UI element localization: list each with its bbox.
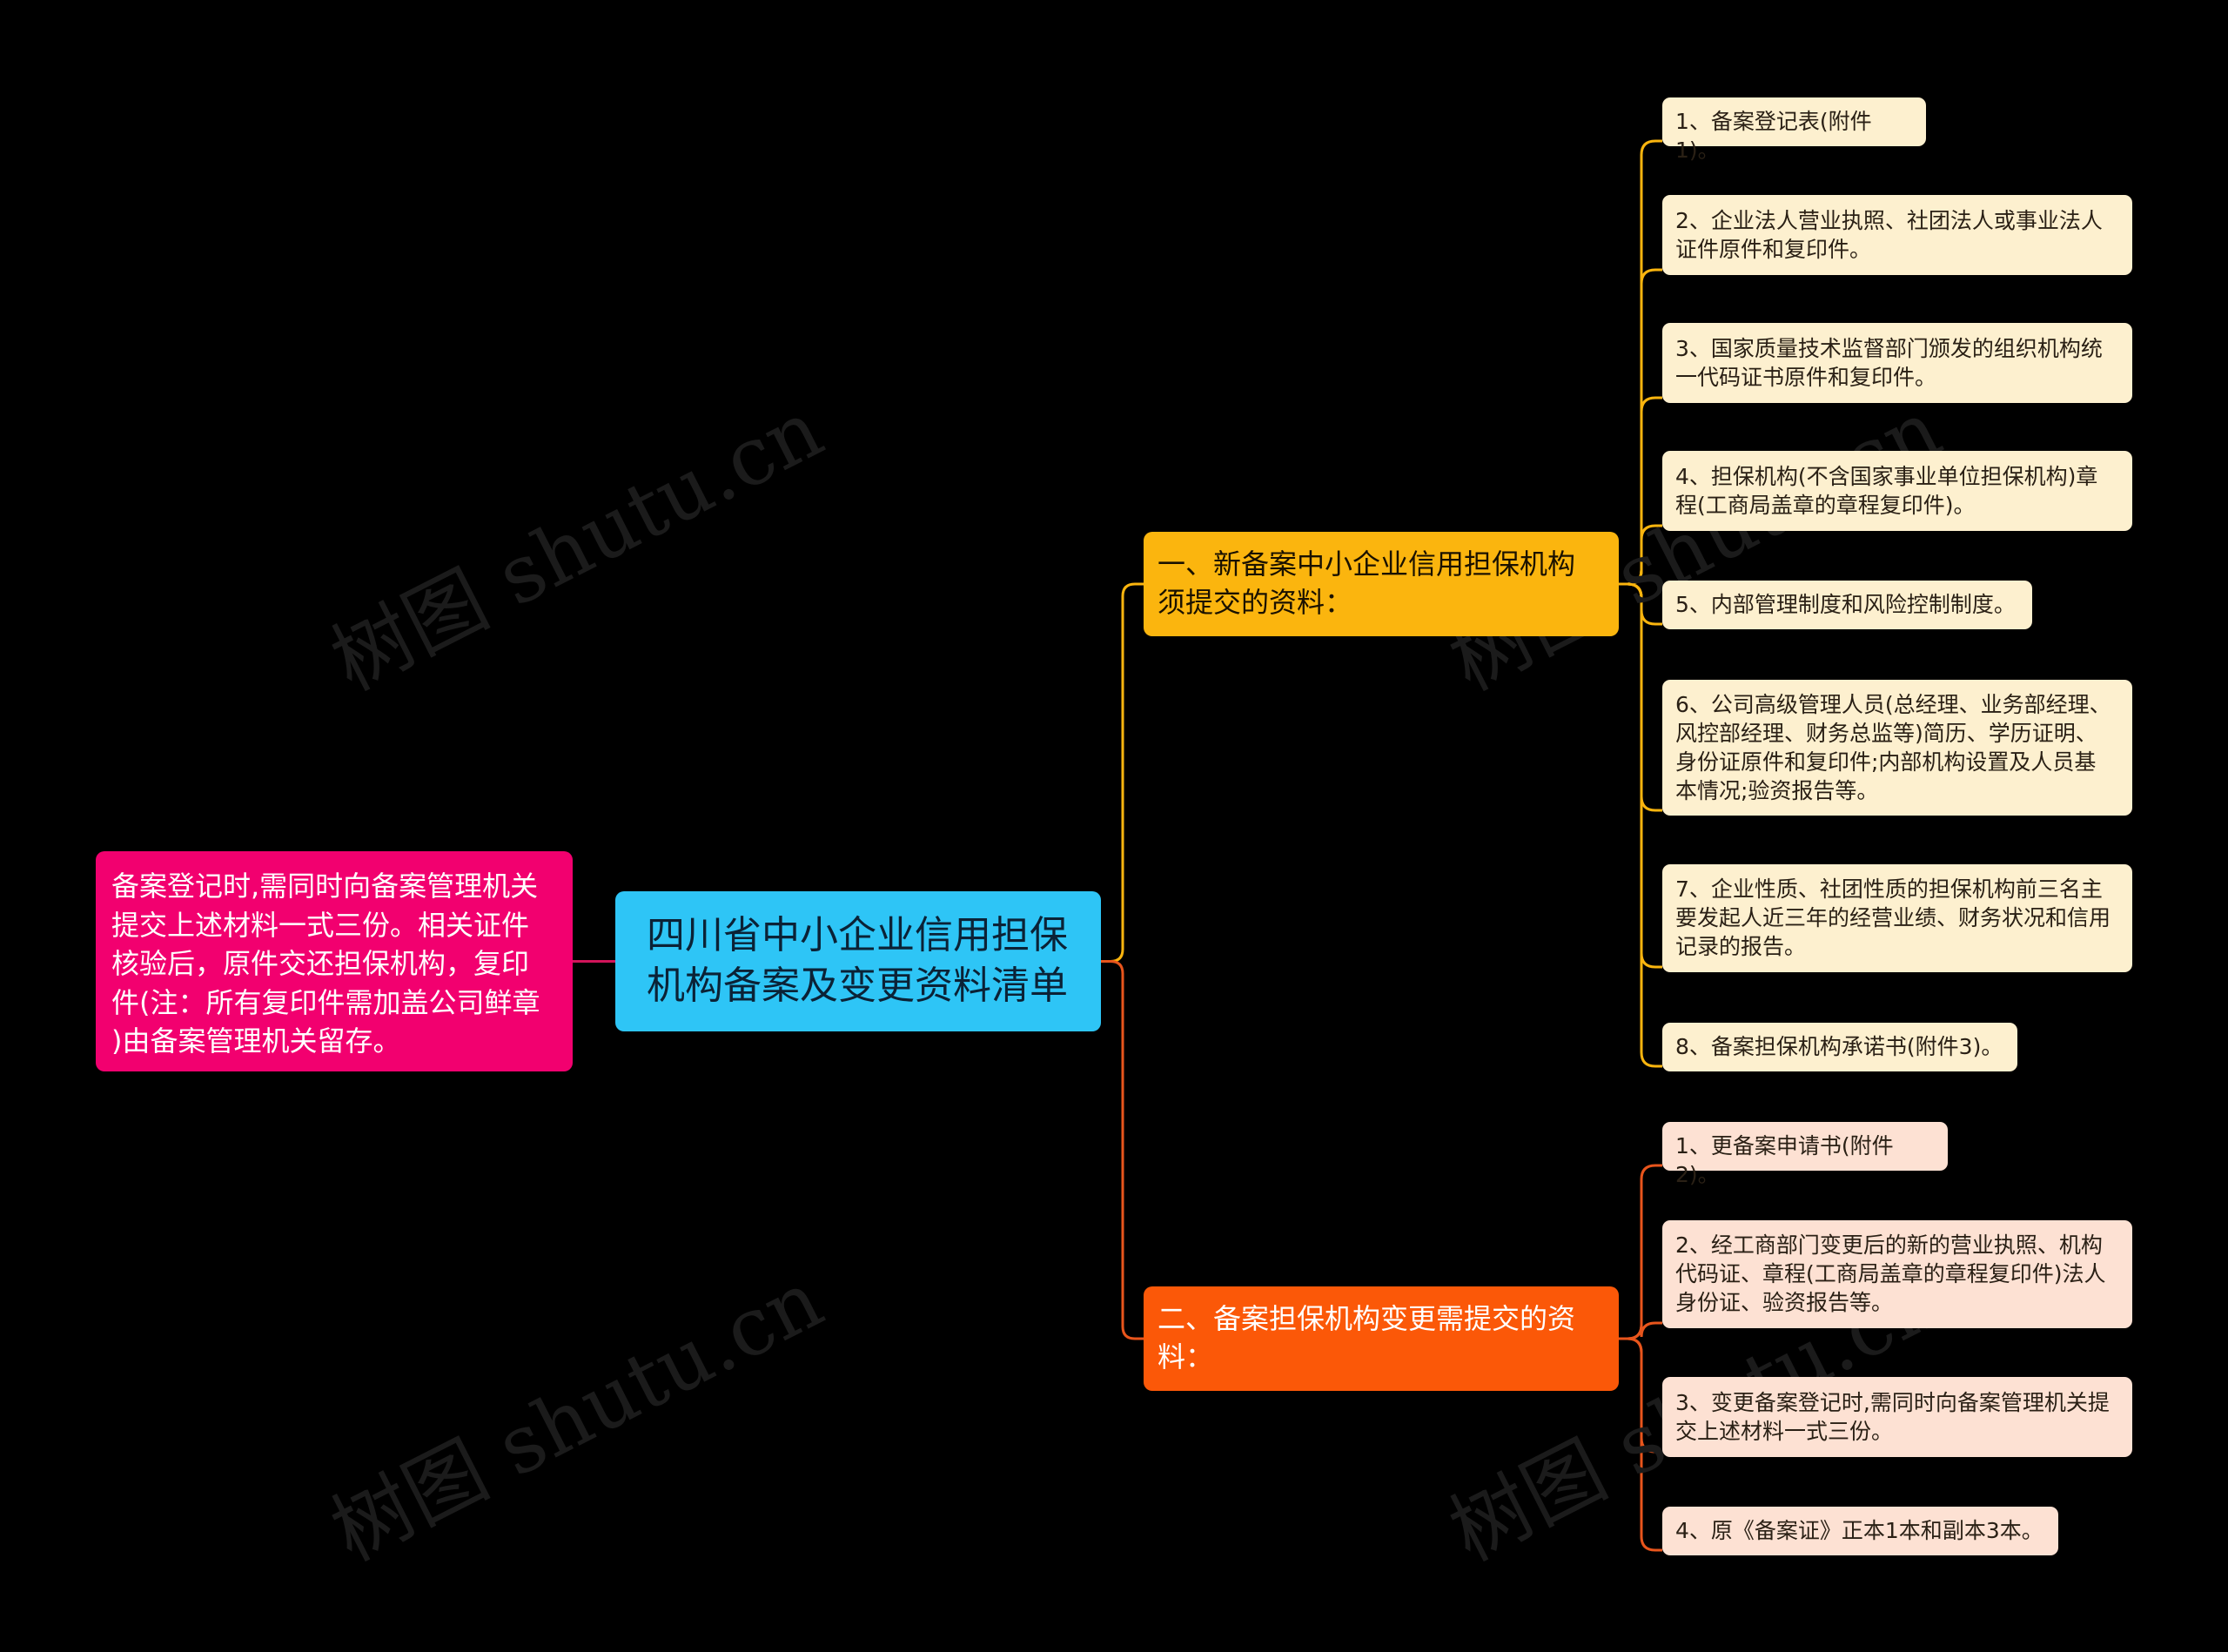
root-topic-line: 四川省中小企业信用担保 bbox=[647, 913, 1068, 957]
leaf-line: 记录的报告。 bbox=[1675, 934, 1807, 959]
leaf-line: 3、变更备案登记时,需同时向备案管理机关提 bbox=[1675, 1390, 2110, 1415]
leaf-line: 本情况;验资报告等。 bbox=[1675, 778, 1879, 803]
leaf-item[interactable]: 3、国家质量技术监督部门颁发的组织机构统 一代码证书原件和复印件。 bbox=[1662, 323, 2132, 403]
leaf-item[interactable]: 7、企业性质、社团性质的担保机构前三名主 要发起人近三年的经营业绩、财务状况和信… bbox=[1662, 864, 2132, 972]
leaf-item[interactable]: 1、备案登记表(附件1)。 bbox=[1662, 97, 1926, 163]
left-note-line: 件(注：所有复印件需加盖公司鲜章 bbox=[111, 985, 540, 1019]
leaf-item[interactable]: 5、内部管理制度和风险控制制度。 bbox=[1662, 581, 2032, 629]
branch-label-line: 须提交的资料： bbox=[1158, 586, 1353, 619]
leaf-line: 4、原《备案证》正本1本和副本3本。 bbox=[1675, 1518, 2043, 1543]
connector-leaf-b2-1 bbox=[1619, 1321, 1662, 1340]
leaf-line: 证件原件和复印件。 bbox=[1675, 237, 1872, 262]
leaf-line: 2、经工商部门变更后的新的营业执照、机构 bbox=[1675, 1232, 2103, 1258]
connector-branch-2 bbox=[1101, 960, 1144, 1340]
leaf-item[interactable]: 6、公司高级管理人员(总经理、业务部经理、 风控部经理、财务总监等)简历、学历证… bbox=[1662, 680, 2132, 816]
connector-leaf-b1-3 bbox=[1619, 524, 1662, 586]
leaf-line: 风控部经理、财务总监等)简历、学历证明、 bbox=[1675, 721, 2097, 746]
branch-change-filing[interactable]: 二、备案担保机构变更需提交的资 料： bbox=[1144, 1286, 1619, 1391]
leaf-item[interactable]: 3、变更备案登记时,需同时向备案管理机关提 交上述材料一式三份。 bbox=[1662, 1377, 2132, 1457]
left-note-line: )由备案管理机关留存。 bbox=[111, 1024, 401, 1058]
leaf-line: 1、更备案申请书(附件2)。 bbox=[1675, 1133, 1894, 1187]
leaf-item[interactable]: 4、担保机构(不含国家事业单位担保机构)章 程(工商局盖章的章程复印件)。 bbox=[1662, 451, 2132, 531]
connector-leaf-b2-3 bbox=[1619, 1337, 1662, 1552]
leaf-line: 6、公司高级管理人员(总经理、业务部经理、 bbox=[1675, 692, 2111, 717]
leaf-line: 3、国家质量技术监督部门颁发的组织机构统 bbox=[1675, 336, 2103, 361]
leaf-item[interactable]: 8、备案担保机构承诺书(附件3)。 bbox=[1662, 1023, 2017, 1071]
root-topic-line: 机构备案及变更资料清单 bbox=[647, 964, 1068, 1008]
leaf-item[interactable]: 4、原《备案证》正本1本和副本3本。 bbox=[1662, 1507, 2058, 1555]
connector-leaf-b1-7 bbox=[1619, 582, 1662, 1068]
leaf-line: 程(工商局盖章的章程复印件)。 bbox=[1675, 493, 1976, 518]
leaf-line: 交上述材料一式三份。 bbox=[1675, 1419, 1894, 1444]
left-note[interactable]: 备案登记时,需同时向备案管理机关 提交上述材料一式三份。相关证件 核验后，原件交… bbox=[96, 851, 573, 1071]
leaf-line: 身份证、验资报告等。 bbox=[1675, 1290, 1894, 1315]
leaf-line: 一代码证书原件和复印件。 bbox=[1675, 365, 1937, 390]
branch-new-filing[interactable]: 一、新备案中小企业信用担保机构 须提交的资料： bbox=[1144, 532, 1619, 636]
connector-leaf-b2-0 bbox=[1619, 1164, 1662, 1340]
branch-label-line: 料： bbox=[1158, 1340, 1214, 1373]
leaf-line: 身份证原件和复印件;内部机构设置及人员基 bbox=[1675, 749, 2097, 775]
leaf-item[interactable]: 2、企业法人营业执照、社团法人或事业法人 证件原件和复印件。 bbox=[1662, 195, 2132, 275]
leaf-item[interactable]: 1、更备案申请书(附件2)。 bbox=[1662, 1122, 1948, 1187]
left-note-line: 备案登记时,需同时向备案管理机关 bbox=[111, 870, 539, 903]
branch-label-line: 二、备案担保机构变更需提交的资 bbox=[1158, 1302, 1576, 1335]
left-note-line: 提交上述材料一式三份。相关证件 bbox=[111, 908, 530, 942]
leaf-line: 7、企业性质、社团性质的担保机构前三名主 bbox=[1675, 876, 2103, 902]
leaf-line: 1、备案登记表(附件1)。 bbox=[1675, 109, 1872, 163]
leaf-line: 5、内部管理制度和风险控制制度。 bbox=[1675, 592, 2016, 617]
connector-layer bbox=[573, 139, 1662, 1552]
leaf-line: 4、担保机构(不含国家事业单位担保机构)章 bbox=[1675, 464, 2098, 489]
leaf-line: 要发起人近三年的经营业绩、财务状况和信用 bbox=[1675, 905, 2111, 930]
leaf-item[interactable]: 2、经工商部门变更后的新的营业执照、机构 代码证、章程(工商局盖章的章程复印件)… bbox=[1662, 1220, 2132, 1328]
root-topic[interactable]: 四川省中小企业信用担保 机构备案及变更资料清单 bbox=[615, 891, 1101, 1031]
connector-branch-1 bbox=[1101, 582, 1144, 963]
leaf-line: 8、备案担保机构承诺书(附件3)。 bbox=[1675, 1034, 2003, 1059]
left-note-line: 核验后，原件交还担保机构，复印 bbox=[111, 947, 530, 980]
leaf-line: 代码证、章程(工商局盖章的章程复印件)法人 bbox=[1675, 1261, 2106, 1286]
leaf-line: 2、企业法人营业执照、社团法人或事业法人 bbox=[1675, 208, 2103, 233]
branch-label-line: 一、新备案中小企业信用担保机构 bbox=[1158, 547, 1576, 581]
